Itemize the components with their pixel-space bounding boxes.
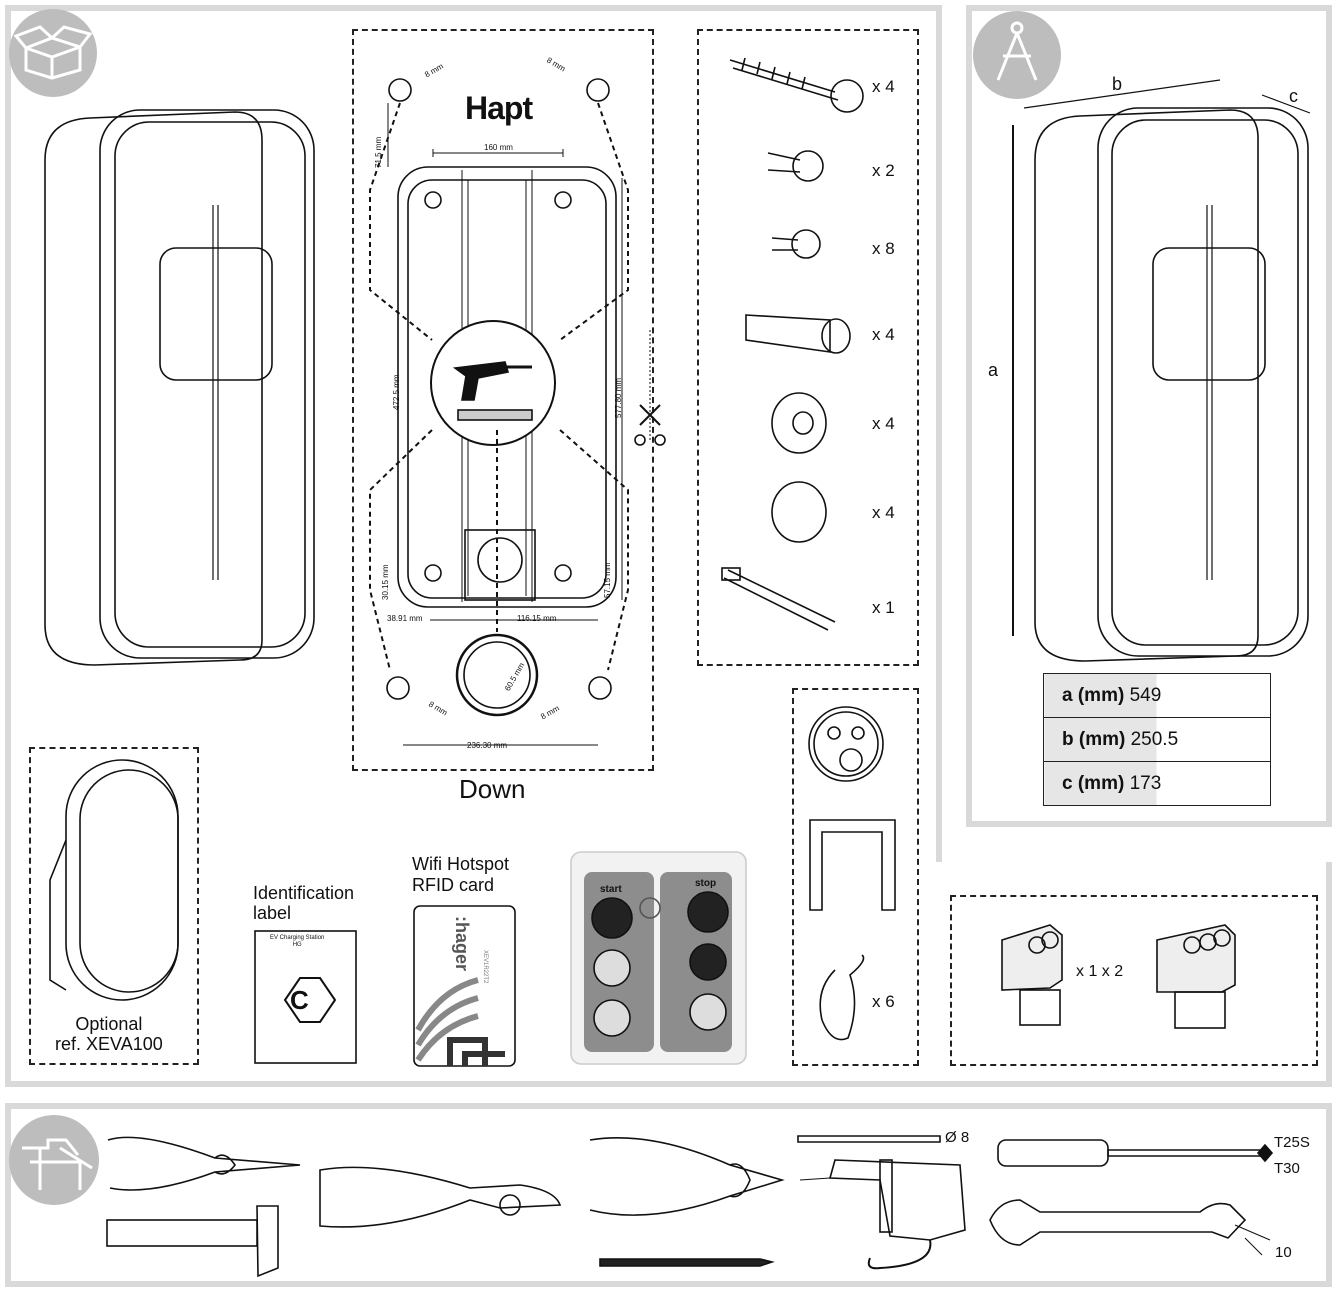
parts-drawings <box>721 57 864 631</box>
id-label-title: Identification label <box>253 883 355 923</box>
wrench-size-label: 10 <box>1275 1244 1292 1261</box>
dim-236: 236.30 mm <box>467 741 508 750</box>
connectors-box <box>950 895 1318 1066</box>
id-label-small: EV Charging Station HG <box>270 935 325 948</box>
qty-cap: x 4 <box>872 503 895 522</box>
drill-bit-label: Ø 8 <box>945 1129 970 1146</box>
rfid-card-drawing <box>413 905 516 1067</box>
qty-connector: x 1 x 2 <box>1076 963 1124 980</box>
bottom-label: Down <box>459 774 526 804</box>
compass-glyph <box>996 21 1038 81</box>
rfid-brand: :hager <box>452 916 472 972</box>
panel-joint <box>11 868 936 876</box>
dim-160: 160 mm <box>484 143 513 152</box>
charger-dimension-drawing <box>1012 79 1311 662</box>
optional-label: Optional ref. XEVA100 <box>55 1014 163 1054</box>
sticker-drawing <box>570 851 747 1065</box>
dim-30: 30.15 mm <box>381 564 390 600</box>
dim-71: 71,5 mm <box>374 136 383 168</box>
torx-b-label: T30 <box>1274 1160 1300 1177</box>
sticker-start: start <box>600 884 622 895</box>
box-open-icon <box>9 9 97 97</box>
tools-glyph <box>22 1138 93 1190</box>
connector-drawings <box>1001 924 1236 1029</box>
axis-a: a <box>988 360 999 380</box>
qty-screw-short: x 2 <box>872 161 895 180</box>
axis-b: b <box>1112 74 1123 94</box>
tools-drawings <box>106 1135 1274 1278</box>
dimensions-row: a (mm) 549 <box>1043 673 1271 718</box>
torx-a-label: T25S <box>1274 1134 1310 1151</box>
accessory-drawings <box>808 706 896 1041</box>
dim-116: 116.15 mm <box>517 614 557 623</box>
axis-c: c <box>1289 86 1298 106</box>
optional-accessory-drawing <box>49 759 179 1001</box>
qty-washer: x 4 <box>872 414 895 433</box>
id-label-card <box>254 930 357 1064</box>
dim-577: 577.80 mm <box>614 377 623 418</box>
dimensions-table: a (mm) 549 b (mm) 250.5 c (mm) 173 <box>1043 673 1271 806</box>
parts-box <box>697 29 919 666</box>
box-glyph <box>13 25 93 80</box>
dim-472: 472.5 mm <box>392 374 401 410</box>
backplate-drawing <box>369 78 666 746</box>
rfid-label: Wifi Hotspot RFID card <box>412 854 510 895</box>
dim-38: 38.91 mm <box>387 614 423 623</box>
top-label: Hapt <box>465 90 533 126</box>
tools-panel <box>5 1103 1332 1287</box>
accessories-box <box>792 688 919 1066</box>
dimensions-row: b (mm) 250.5 <box>1043 717 1271 762</box>
dimensions-row: c (mm) 173 <box>1043 761 1271 806</box>
qty-bit: x 1 <box>872 598 895 617</box>
qty-screw-long: x 4 <box>872 77 895 96</box>
rfid-small: XEV1R22T2 <box>482 950 488 984</box>
mount-template-box <box>352 29 654 771</box>
id-symbol: C <box>290 985 309 1015</box>
tools-icon <box>9 1115 99 1205</box>
sticker-stop: stop <box>695 878 717 889</box>
dim-57: 57.15 mm <box>603 562 612 598</box>
charger-illustration <box>44 109 315 666</box>
optional-box <box>29 747 199 1065</box>
qty-wall-plug: x 4 <box>872 325 895 344</box>
qty-cable-tie: x 6 <box>872 992 895 1011</box>
qty-screw-mini: x 8 <box>872 239 895 258</box>
